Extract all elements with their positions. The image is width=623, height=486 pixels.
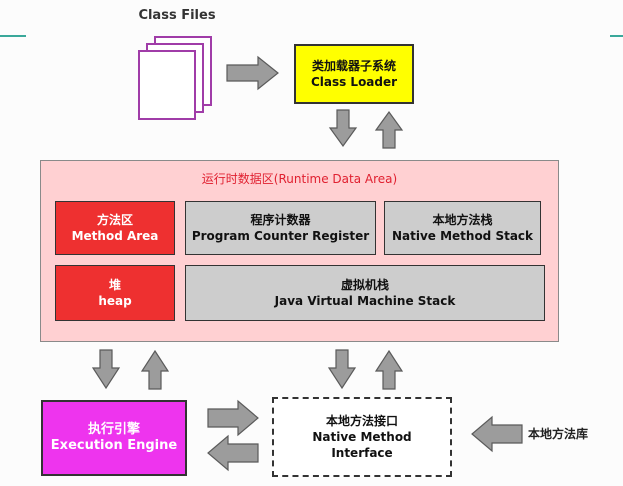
arrow-left-icon	[207, 434, 259, 472]
heap-box: 堆 heap	[55, 265, 175, 321]
jvm-stack-box: 虚拟机栈 Java Virtual Machine Stack	[185, 265, 545, 321]
jvm-stack-en: Java Virtual Machine Stack	[274, 294, 456, 308]
class-loader-en: Class Loader	[310, 75, 398, 89]
execution-engine-en: Execution Engine	[50, 438, 178, 453]
jvm-stack-cn: 虚拟机栈	[340, 278, 389, 292]
class-loader-box: 类加载器子系统 Class Loader	[294, 44, 414, 104]
arrow-right-icon	[226, 55, 279, 91]
native-interface-en1: Native Method	[312, 430, 412, 444]
native-method-library-label: 本地方法库	[528, 427, 589, 441]
arrow-up-icon	[140, 349, 170, 390]
arrow-down-icon	[91, 349, 121, 390]
native-interface-en2: Interface	[331, 446, 393, 460]
execution-engine-box: 执行引擎 Execution Engine	[41, 400, 187, 476]
class-loader-cn: 类加载器子系统	[311, 59, 396, 73]
arrow-right-icon	[207, 399, 259, 437]
method-area-box: 方法区 Method Area	[55, 201, 175, 255]
pc-register-box: 程序计数器 Program Counter Register	[185, 201, 376, 255]
pc-register-cn: 程序计数器	[250, 213, 311, 227]
arrow-up-icon	[374, 349, 404, 390]
native-method-stack-box: 本地方法栈 Native Method Stack	[384, 201, 541, 255]
runtime-data-area-title: 运行时数据区(Runtime Data Area)	[201, 172, 398, 186]
arrow-left-icon	[471, 415, 523, 453]
native-method-stack-cn: 本地方法栈	[432, 213, 493, 227]
method-area-en: Method Area	[71, 229, 159, 243]
class-files-label: Class Files	[138, 8, 216, 23]
arrow-down-icon	[328, 109, 358, 148]
native-method-interface-box: 本地方法接口 Native Method Interface	[272, 397, 452, 477]
native-interface-cn: 本地方法接口	[325, 414, 398, 428]
decorative-line-right	[610, 35, 623, 37]
native-method-stack-en: Native Method Stack	[391, 229, 534, 243]
pc-register-en: Program Counter Register	[191, 229, 370, 243]
execution-engine-cn: 执行引擎	[87, 422, 140, 437]
arrow-down-icon	[327, 349, 357, 390]
arrow-up-icon	[374, 110, 404, 149]
decorative-line-left	[0, 35, 26, 37]
heap-en: heap	[98, 294, 132, 308]
class-file-page-front	[138, 50, 196, 120]
heap-cn: 堆	[108, 278, 121, 292]
method-area-cn: 方法区	[96, 213, 133, 227]
